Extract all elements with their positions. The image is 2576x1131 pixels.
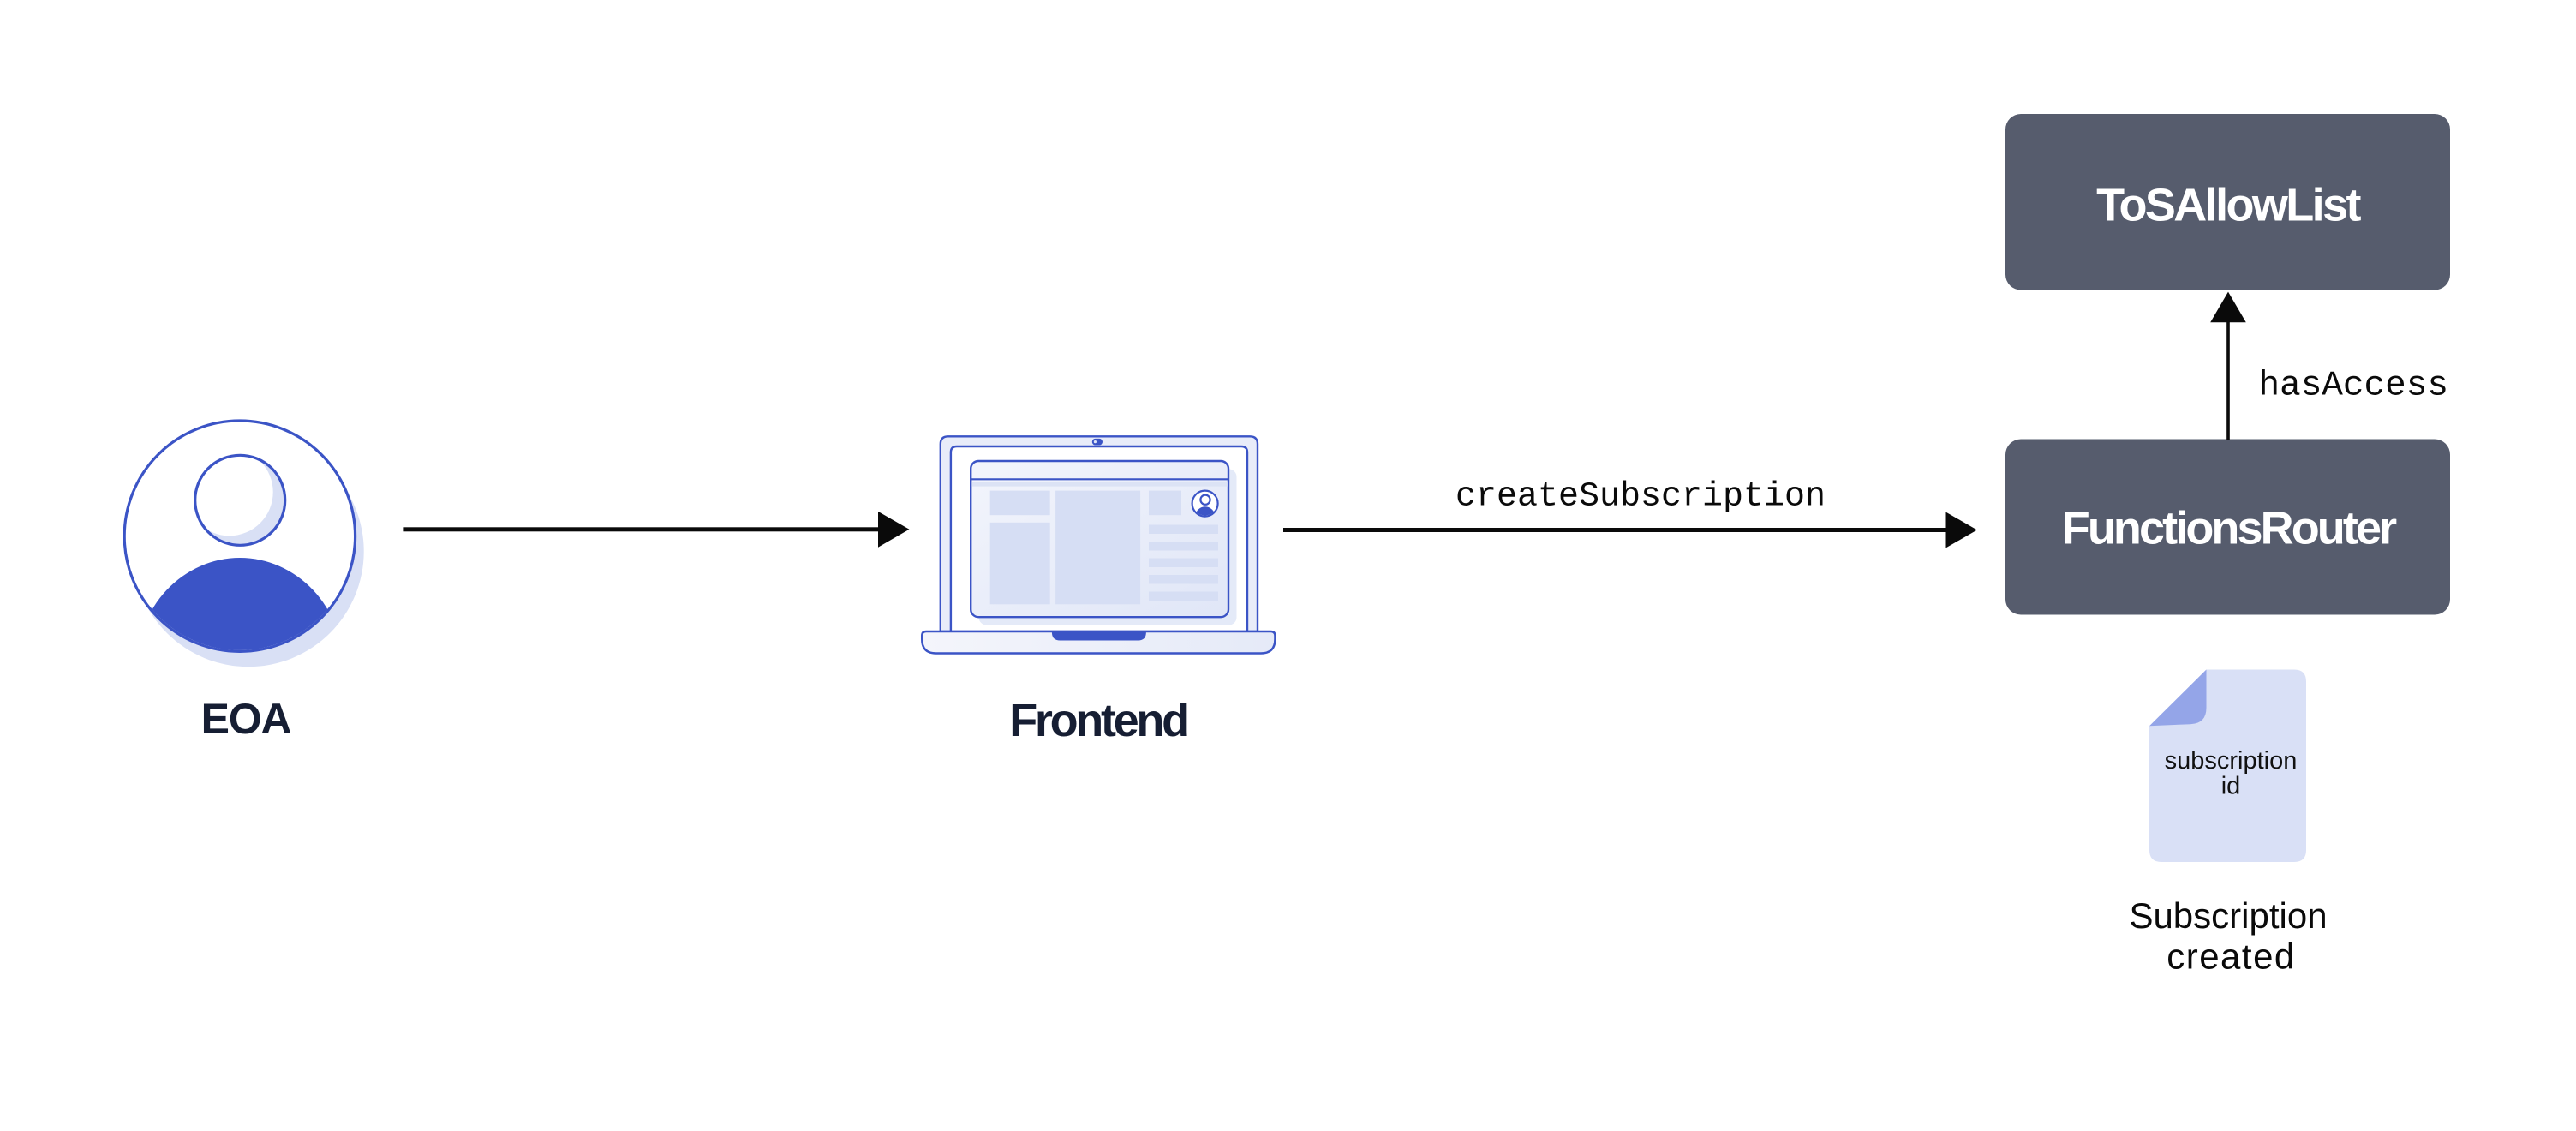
svg-text:FunctionsRouter: FunctionsRouter [2062, 503, 2397, 554]
svg-text:createSubscription: createSubscription [1455, 478, 1826, 517]
svg-text:ToSAllowList: ToSAllowList [2096, 180, 2361, 231]
svg-text:subscription: subscription [2165, 747, 2298, 775]
svg-text:id: id [2221, 773, 2241, 800]
svg-text:hasAccess: hasAccess [2259, 367, 2448, 406]
svg-text:created: created [2167, 937, 2296, 977]
svg-text:Frontend: Frontend [1009, 695, 1187, 746]
svg-text:EOA: EOA [201, 695, 291, 743]
svg-text:Subscription: Subscription [2129, 895, 2327, 936]
